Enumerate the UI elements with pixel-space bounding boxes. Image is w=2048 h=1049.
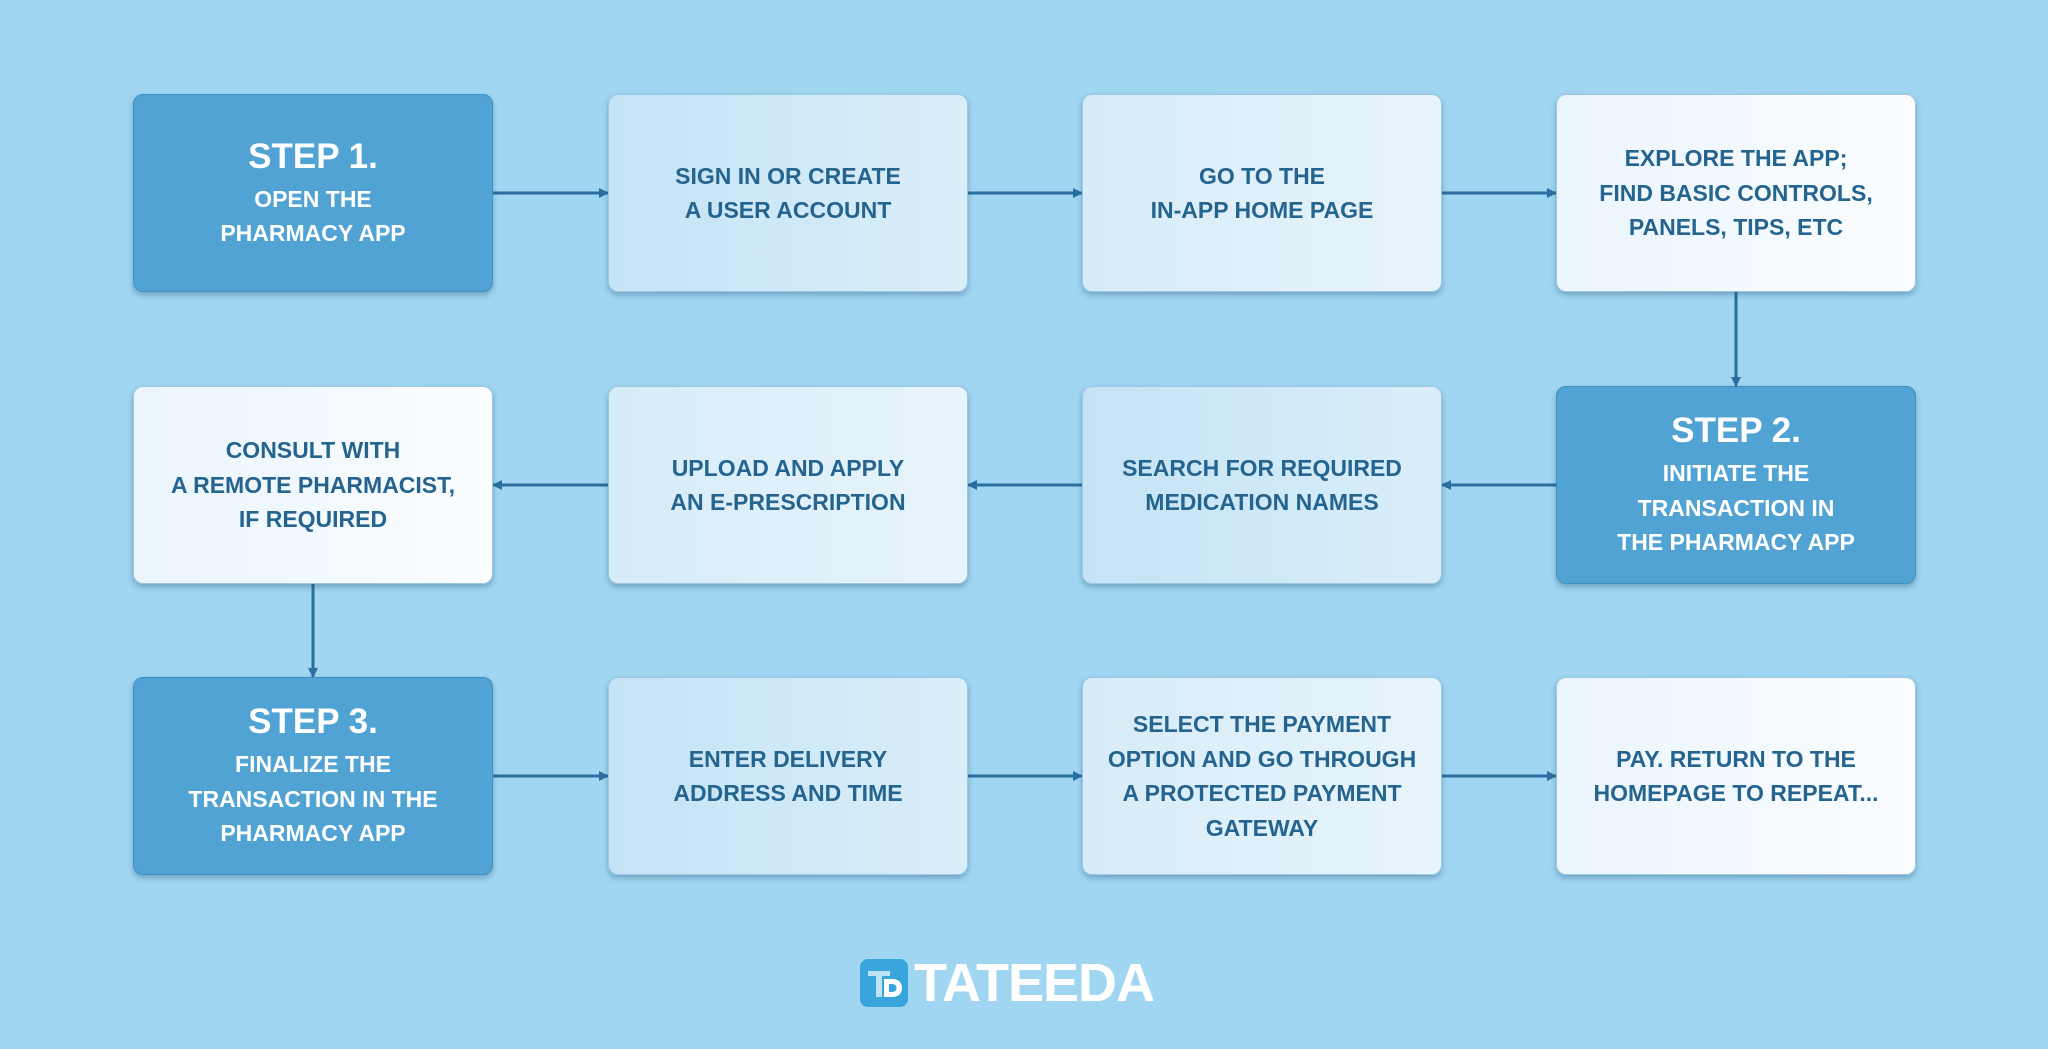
flow-box-search: SEARCH FOR REQUIRED MEDICATION NAMES [1082, 386, 1442, 584]
flow-box-step-3: STEP 3. FINALIZE THE TRANSACTION IN THE P… [133, 677, 493, 875]
box-label: EXPLORE THE APP; FIND BASIC CONTROLS, PA… [1599, 145, 1873, 241]
box-label: PAY. RETURN TO THE HOMEPAGE TO REPEAT... [1593, 745, 1879, 807]
box-label: FINALIZE THE TRANSACTION IN THE PHARMACY… [188, 751, 438, 847]
flow-box-explore: EXPLORE THE APP; FIND BASIC CONTROLS, PA… [1556, 94, 1916, 292]
flow-box-step-1: STEP 1. OPEN THE PHARMACY APP [133, 94, 493, 292]
box-label: SIGN IN OR CREATE A USER ACCOUNT [675, 162, 901, 224]
td-monogram-icon [860, 959, 908, 1007]
step-title: STEP 1. [248, 136, 378, 176]
box-label: SELECT THE PAYMENT OPTION AND GO THROUGH… [1107, 711, 1417, 841]
flow-box-payment: SELECT THE PAYMENT OPTION AND GO THROUGH… [1082, 677, 1442, 875]
logo-wordmark: TATEEDA [914, 953, 1155, 1013]
box-label: UPLOAD AND APPLY AN E-PRESCRIPTION [670, 454, 906, 516]
box-label: CONSULT WITH A REMOTE PHARMACIST, IF REQ… [170, 437, 456, 533]
flow-box-upload: UPLOAD AND APPLY AN E-PRESCRIPTION [608, 386, 968, 584]
box-label: SEARCH FOR REQUIRED MEDICATION NAMES [1122, 454, 1402, 516]
flow-box-sign-in: SIGN IN OR CREATE A USER ACCOUNT [608, 94, 968, 292]
flow-box-delivery: ENTER DELIVERY ADDRESS AND TIME [608, 677, 968, 875]
flow-box-home-page: GO TO THE IN-APP HOME PAGE [1082, 94, 1442, 292]
box-label: ENTER DELIVERY ADDRESS AND TIME [673, 745, 903, 807]
flow-box-pay: PAY. RETURN TO THE HOMEPAGE TO REPEAT... [1556, 677, 1916, 875]
box-label: OPEN THE PHARMACY APP [220, 185, 406, 247]
step-title: STEP 3. [248, 702, 378, 742]
step-title: STEP 2. [1671, 411, 1801, 451]
flow-box-step-2: STEP 2. INITIATE THE TRANSACTION IN THE P… [1556, 386, 1916, 584]
tateeda-logo: TATEEDA [860, 952, 1155, 1014]
flow-box-consult: CONSULT WITH A REMOTE PHARMACIST, IF REQ… [133, 386, 493, 584]
box-label: GO TO THE IN-APP HOME PAGE [1150, 162, 1374, 224]
box-label: INITIATE THE TRANSACTION IN THE PHARMACY… [1617, 460, 1855, 556]
